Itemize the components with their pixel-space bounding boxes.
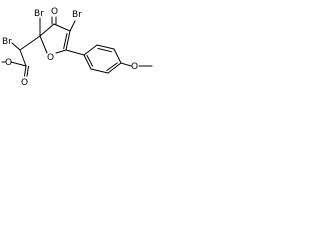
atom-o-ketone: O: [51, 7, 58, 17]
atom-o-ester: O: [5, 58, 12, 68]
bond-ch-c2: [19, 35, 41, 51]
bond-ph-4-double: [106, 62, 118, 71]
bond-c5-oring: [55, 49, 67, 54]
bond-ph-2-double: [97, 48, 112, 53]
bond-ph-1: [83, 44, 98, 56]
bond-ph-3: [113, 48, 122, 64]
atom-br-methine: Br: [2, 37, 12, 47]
bond-ph-5: [90, 68, 109, 74]
atom-br-c4: Br: [72, 10, 82, 20]
bond-ph-o: [120, 62, 132, 67]
atom-br-c2: Br: [34, 9, 44, 19]
bond-c4-c5: [65, 30, 71, 51]
atom-o-methoxy: O: [131, 62, 138, 72]
bond-ph-2: [96, 44, 115, 50]
bond-ester-o: [10, 61, 27, 67]
bond-carbonyl-a: [24, 65, 27, 77]
bond-c5-phenyl: [65, 49, 85, 56]
bond-c4-br: [69, 20, 76, 32]
bond-carbonyl-b: [26, 65, 29, 77]
atom-o-carbonyl: O: [21, 78, 28, 88]
structure-canvas: Br Br Br O O O O O: [0, 0, 162, 97]
bond-ch-cester: [19, 49, 27, 67]
bond-br-ch: [11, 42, 21, 51]
bond-oring-c2: [39, 35, 48, 54]
bond-c2-c3: [39, 23, 55, 37]
bond-ph-6: [83, 54, 92, 70]
bond-c3-c4: [53, 23, 71, 32]
bond-ph-4: [107, 62, 122, 74]
bond-ph-6-double: [86, 55, 93, 67]
atom-labels: Br Br Br O O O O O: [2, 7, 138, 88]
bonds: [1, 16, 153, 77]
atom-o-ring: O: [47, 53, 54, 63]
bond-c4-c5-double: [63, 33, 68, 49]
molecule-structure: Br Br Br O O O O O: [1, 7, 153, 88]
